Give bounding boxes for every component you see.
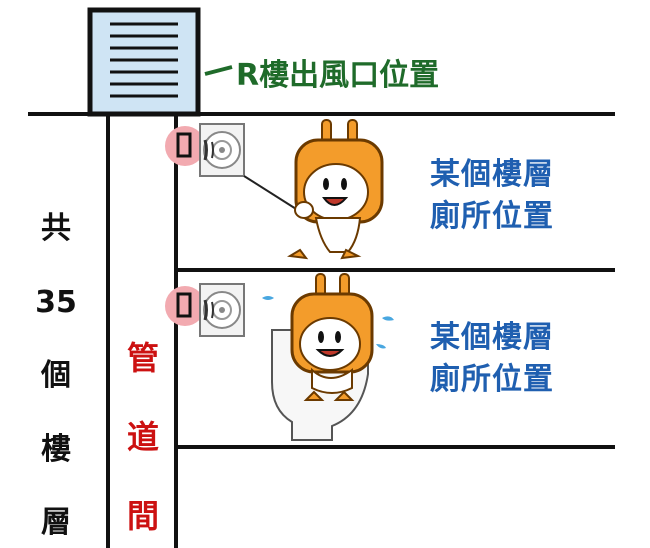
roof-outlet-label: R樓出風口位置: [236, 58, 440, 93]
pointer-stick: [243, 175, 305, 215]
floor-label-upper: 某個樓層 廁所位置: [430, 154, 554, 238]
building-label-char: 共: [41, 211, 71, 246]
pipe-shaft-label: 管 道 間: [116, 342, 170, 532]
shaft-label-char: 道: [126, 418, 159, 456]
exhaust-fan-lower: [165, 283, 245, 337]
roof-label-leader: [204, 65, 233, 76]
building-label-char: 35: [35, 284, 77, 320]
plug-mascot-pointing: [287, 119, 384, 260]
plug-mascot-on-toilet: [262, 273, 394, 441]
roof-vent: [87, 7, 201, 117]
floor-label-line: 某個樓層: [430, 157, 554, 192]
floor-label-line: 某個樓層: [430, 320, 554, 355]
floor-label-line: 廁所位置: [430, 199, 554, 234]
vent-louvers: [110, 22, 178, 98]
floor-label-lower: 某個樓層 廁所位置: [430, 317, 554, 401]
building-floors-label: 共 35 個 樓 層: [32, 214, 80, 538]
exhaust-fan-upper: [165, 123, 245, 177]
building-label-char: 個: [41, 358, 71, 393]
building-label-char: 樓: [41, 431, 71, 467]
shaft-label-char: 管: [126, 339, 159, 377]
shaft-label-char: 間: [126, 497, 159, 535]
floor-label-line: 廁所位置: [430, 362, 554, 397]
building-label-char: 層: [41, 505, 71, 540]
sweat-drops: [262, 296, 394, 349]
